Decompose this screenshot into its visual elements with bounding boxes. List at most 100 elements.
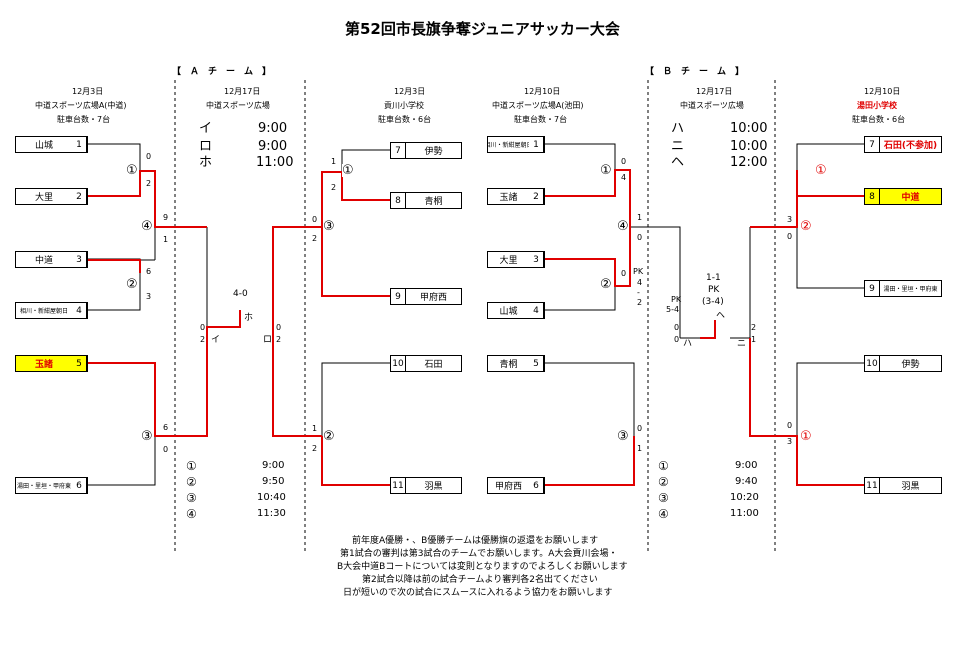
final-score: 4-0 [233,289,248,299]
pk-score: 5-4 [666,305,680,314]
round-time-label: ② [186,475,197,489]
b-center-place: 中道スポーツ広場 [680,101,744,110]
score: 0 [637,424,643,433]
round-time-label: ③ [658,491,669,505]
score: 1 [163,235,169,244]
page-title: 第52回市長旗争奪ジュニアサッカー大会 [345,20,620,38]
score: 4 [637,278,643,287]
round-1-marker: ① [600,163,612,178]
round-time: 9:40 [735,476,758,487]
pk-score: (3-4) [702,297,724,307]
round-2-marker: ② [600,277,612,292]
round-time-label: ④ [186,507,197,521]
score: 0 [621,157,627,166]
score: 2 [751,323,757,332]
b-schedule-time-1: 10:00 [730,121,768,136]
round-3-marker: ③ [617,429,629,444]
round-1-marker: ① [815,163,827,178]
score: - [637,288,640,297]
score: 3 [787,215,793,224]
b-schedule-time-3: 12:00 [730,155,768,170]
score: 2 [312,234,318,243]
score: 2 [146,179,152,188]
round-1-marker: ① [126,163,138,178]
a-left-parking: 駐車台数・7台 [57,115,111,124]
score: 0 [787,421,793,430]
note-line: 前年度A優勝・、B優勝チームは優勝旗の返還をお願いします [352,536,599,546]
b-team-header: 【 Ｂ チ ー ム 】 [645,67,745,77]
round-time: 9:50 [262,476,285,487]
score: 0 [674,335,680,344]
b-schedule-label-2: ニ [671,139,685,154]
b-left-parking: 駐車台数・7台 [514,115,568,124]
round-3-marker: ③ [323,219,335,234]
score: 1 [312,424,318,433]
match-label: ニ [737,339,747,349]
round-4-marker: ④ [141,219,153,234]
a-right-parking: 駐車台数・6台 [378,115,432,124]
score: 6 [146,267,152,276]
round-2-marker: ② [126,277,138,292]
b-left-date: 12月10日 [524,87,561,96]
a-center-date: 12月17日 [224,87,261,96]
score: 2 [331,183,337,192]
pk-label: PK [708,285,720,295]
score: 1 [637,213,643,222]
round-time-label: ③ [186,491,197,505]
note-line: 日が短いので次の試合にスムースに入れるよう協力をお願いします [343,588,613,598]
round-2-marker: ② [323,429,335,444]
score: 2 [200,335,206,344]
score: 1 [637,444,643,453]
match-label-final: ヘ [716,311,726,321]
round-time-label: ④ [658,507,669,521]
round-time-label: ① [186,459,197,473]
score: 0 [146,152,152,161]
a-left-date: 12月3日 [72,87,104,96]
score: 4 [621,173,627,182]
score: 2 [637,298,643,307]
b-schedule-label-3: ヘ [671,155,685,170]
match-label: イ [211,335,221,345]
score: 0 [621,269,627,278]
score: 0 [674,323,680,332]
round-1-marker: ① [342,163,354,178]
score: 2 [312,444,318,453]
score: 1 [331,157,337,166]
a-schedule-label-1: イ [199,121,213,136]
team-box: 1相川・新紺屋朝日 [487,136,545,153]
score: 0 [637,233,643,242]
a-schedule-time-3: 11:00 [256,155,294,170]
pk-label: PK [633,267,644,276]
score: 0 [787,232,793,241]
score: 3 [146,292,152,301]
score: 9 [163,213,169,222]
a-schedule-label-2: ロ [199,139,213,154]
a-team-header: 【 Ａ チ ー ム 】 [172,67,272,77]
b-schedule-time-2: 10:00 [730,139,768,154]
score: 6 [163,423,169,432]
score: 0 [312,215,318,224]
a-schedule-time-2: 9:00 [258,139,288,154]
b-left-place: 中道スポーツ広場A(池田) [492,101,584,110]
round-time-label: ② [658,475,669,489]
note-line: 第1試合の審判は第3試合のチームでお願いします。A大会貢川会場・ [340,549,618,559]
round-time: 9:00 [262,460,285,471]
round-time: 11:00 [730,508,759,519]
round-time: 10:20 [730,492,759,503]
round-4-marker: ④ [617,219,629,234]
